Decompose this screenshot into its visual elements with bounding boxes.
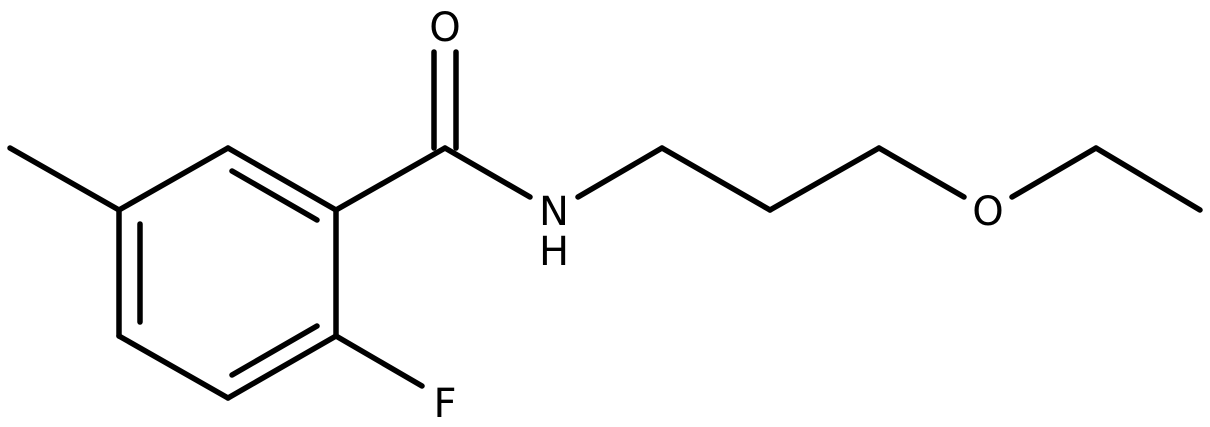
amide-c-n-bond — [442, 145, 533, 200]
chain-bond-c3-o — [876, 145, 967, 200]
chain-bond-o-c4 — [1009, 145, 1099, 200]
ring-bond-c6-c1 — [116, 145, 231, 213]
chain-bond-n-c1 — [575, 145, 665, 200]
chain-bond-c1-c2 — [659, 145, 773, 213]
amide-nitrogen-label: N — [539, 189, 569, 235]
ring-bond-c4-c5 — [116, 333, 231, 401]
ether-oxygen-label: O — [972, 189, 1003, 235]
ring-bond-c1-c2-inner — [229, 168, 320, 223]
chain-bond-c4-c5 — [1093, 145, 1203, 213]
amide-hydrogen-label: H — [539, 229, 569, 275]
ring-bond-c1-c2 — [225, 145, 339, 213]
methyl-bond — [7, 145, 122, 213]
chain-bond-c2-c3 — [767, 145, 882, 213]
fluorine-label: F — [433, 381, 456, 427]
fluorine-bond — [333, 333, 425, 389]
benzene-ring — [116, 145, 339, 401]
carbonyl-carbon-bond — [333, 145, 448, 213]
ring-bond-c3-c4 — [225, 333, 339, 401]
carbonyl-oxygen-label: O — [429, 5, 460, 51]
ring-bond-c3-c4-inner — [229, 323, 320, 378]
